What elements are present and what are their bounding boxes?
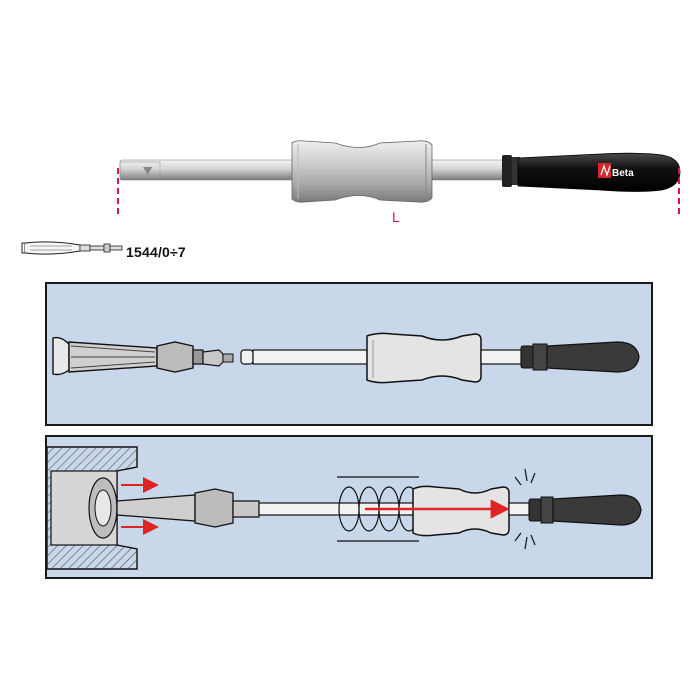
extraction-diagram <box>47 446 642 570</box>
rod-hole-icon <box>143 167 152 175</box>
extraction-handle <box>528 494 642 526</box>
assembly-diagram <box>52 332 640 384</box>
collet-puller <box>52 336 234 376</box>
length-label: L <box>392 209 400 225</box>
extraction-weight <box>412 485 530 537</box>
handle <box>517 152 681 192</box>
bearing-housing <box>47 446 138 570</box>
impact-lines <box>514 468 536 550</box>
dimension-markers <box>117 168 680 218</box>
handle-collar <box>502 155 520 187</box>
pull-arrows <box>121 477 159 535</box>
diagram-handle <box>520 341 640 373</box>
extraction-diagram-panel <box>45 435 653 579</box>
brand-label: Beta <box>612 168 634 179</box>
puller-icon <box>21 241 123 255</box>
extraction-collet <box>116 488 260 528</box>
product-code: 1544/0÷7 <box>126 244 186 260</box>
assembly-diagram-panel <box>45 282 653 426</box>
diagram-rod <box>240 349 378 365</box>
diagram-weight <box>366 332 522 384</box>
sliding-weight <box>291 140 433 203</box>
slide-hammer-photo <box>21 140 681 255</box>
